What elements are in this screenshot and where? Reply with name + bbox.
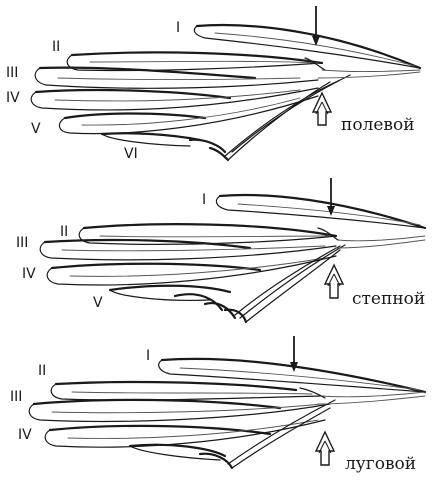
feather-label: IV	[6, 90, 20, 106]
feather-label: I	[176, 20, 180, 36]
caption-steppe: степной	[352, 289, 425, 309]
feather-label: VI	[124, 146, 138, 162]
caption-meadow: луговой	[345, 454, 416, 474]
feather-label: III	[6, 65, 18, 81]
feather-label: V	[31, 121, 41, 137]
wing-meadow	[29, 336, 425, 468]
caption-field: полевой	[341, 115, 415, 135]
feather-label: II	[38, 363, 46, 379]
feather-label: I	[202, 192, 206, 208]
feather-label: III	[16, 235, 28, 251]
feather-label: I	[146, 348, 150, 364]
wing-field	[31, 6, 420, 160]
feather-label: V	[93, 295, 103, 311]
feather-label: II	[60, 224, 68, 240]
feather-label: II	[52, 39, 60, 55]
feather-label: IV	[22, 266, 36, 282]
feather-label: III	[10, 389, 22, 405]
feather-label: IV	[18, 427, 32, 443]
